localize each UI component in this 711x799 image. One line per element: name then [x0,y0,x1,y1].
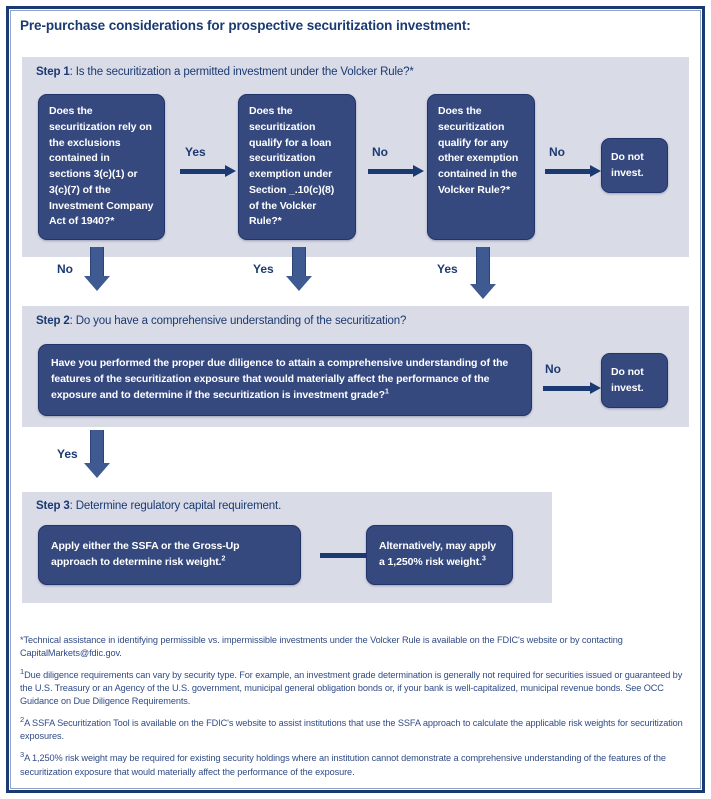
footnote-1-text: Due diligence requirements can vary by s… [20,670,683,707]
step-1-heading: Step 1: Is the securitization a permitte… [36,66,414,78]
step-1-down-label-yes-2: Yes [437,262,458,276]
step-1-arrow-label-no-1: No [372,145,388,159]
step-1-arrow-label-no-2: No [549,145,565,159]
step-3-ssfa-box[interactable]: Apply either the SSFA or the Gross-Up ap… [38,525,301,585]
step-2-arrow-no [543,382,601,395]
step-2-label: Step 2 [36,315,70,327]
step-1-heading-text: : Is the securitization a permitted inve… [69,66,414,78]
page-title: Pre-purchase considerations for prospect… [20,18,471,33]
footnote-2: 2A SSFA Securitization Tool is available… [20,715,692,743]
footnote-0-text: Technical assistance in identifying perm… [20,635,623,659]
step-3-ssfa-text: Apply either the SSFA or the Gross-Up ap… [51,540,240,568]
step-1-box-1[interactable]: Does the securitization rely on the excl… [38,94,165,240]
step-3-ssfa-footnote-marker: 2 [221,555,226,563]
step-1-arrow-2 [368,165,424,178]
step-2-down-arrow [84,430,110,478]
step-1-arrow-1 [180,165,236,178]
step-1-label: Step 1 [36,66,70,78]
step-1-down-arrow-2 [286,247,312,291]
step-1-down-label-yes-1: Yes [253,262,274,276]
footnote-2-marker: 2 [20,715,25,725]
step-1-arrow-3 [545,165,601,178]
step-3-alternative-text: Alternatively, may apply a 1,250% risk w… [379,540,497,568]
step-1-box-2[interactable]: Does the securitization qualify for a lo… [238,94,356,240]
step-1-box-2-text: Does the securitization qualify for a lo… [249,105,335,228]
footnotes: *Technical assistance in identifying per… [20,634,692,788]
step-1-do-not-invest-box[interactable]: Do not invest. [601,138,668,193]
footnote-2-text: A SSFA Securitization Tool is available … [20,718,683,742]
footnote-3-text: A 1,250% risk weight may be required for… [20,753,666,777]
step-2-heading-text: : Do you have a comprehensive understand… [69,315,407,327]
step-2-question-footnote-marker: 1 [384,388,389,395]
step-2-question-box[interactable]: Have you performed the proper due dilige… [38,344,532,416]
footnote-0: *Technical assistance in identifying per… [20,634,692,660]
step-1-box-1-text: Does the securitization rely on the excl… [49,105,154,228]
step-1-arrow-label-yes: Yes [185,145,206,159]
footnote-3-marker: 3 [20,750,25,760]
step-3-label: Step 3 [36,500,70,512]
step-3-alternative-box[interactable]: Alternatively, may apply a 1,250% risk w… [366,525,513,585]
step-1-down-label-no: No [57,262,73,276]
step-3-alternative-footnote-marker: 3 [481,555,486,563]
step-2-heading: Step 2: Do you have a comprehensive unde… [36,315,406,327]
step-3-heading: Step 3: Determine regulatory capital req… [36,500,281,512]
step-2-do-not-invest-text: Do not invest. [611,365,644,394]
step-3-heading-text: : Determine regulatory capital requireme… [69,500,282,512]
footnote-0-marker: * [20,635,24,645]
step-2-question-text: Have you performed the proper due dilige… [51,357,509,401]
step-2-arrow-label-no: No [545,362,561,376]
step-1-down-arrow-3 [470,247,496,299]
step-2-down-label-yes: Yes [57,447,78,461]
step-1-box-3[interactable]: Does the securitization qualify for any … [427,94,535,240]
footnote-1-marker: 1 [20,667,25,677]
footnote-3: 3A 1,250% risk weight may be required fo… [20,750,692,778]
step-1-down-arrow-1 [84,247,110,291]
step-1-do-not-invest-text: Do not invest. [611,150,644,179]
footnote-1: 1Due diligence requirements can vary by … [20,667,692,708]
step-1-box-3-text: Does the securitization qualify for any … [438,105,519,196]
step-2-do-not-invest-box[interactable]: Do not invest. [601,353,668,408]
